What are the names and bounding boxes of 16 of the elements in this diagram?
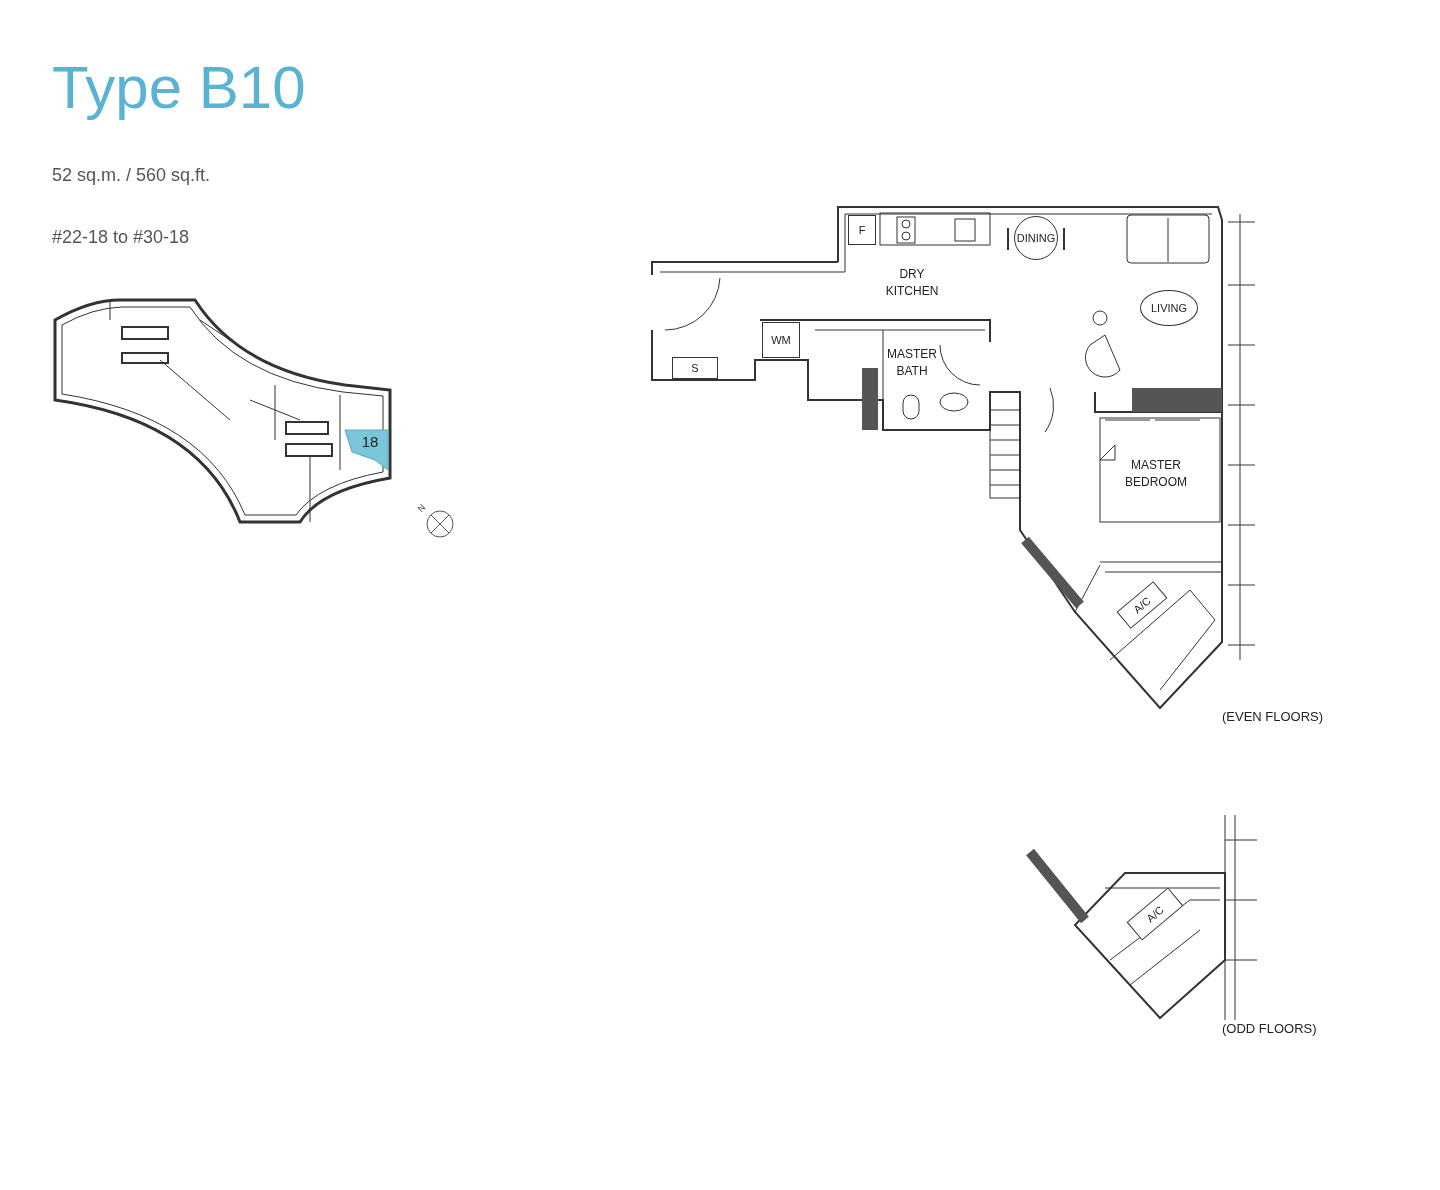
plan-title: Type B10 (52, 58, 306, 118)
room-label: DRY KITCHEN (884, 266, 940, 300)
aircon-ledge: A/C (1126, 887, 1184, 941)
north-label: N (415, 501, 429, 516)
aircon-ledge: A/C (1116, 581, 1168, 629)
fridge-box: F (848, 215, 876, 245)
dining-table: DINING (1014, 216, 1058, 260)
floor-note: (EVEN FLOORS) (1222, 708, 1325, 726)
floor-note: (ODD FLOORS) (1222, 1020, 1318, 1038)
unit-numbers-text: #22-18 to #30-18 (52, 226, 191, 249)
area-text: 52 sq.m. / 560 sq.ft. (52, 164, 212, 187)
room-label: MASTER BEDROOM (1124, 457, 1188, 491)
room-label: MASTER BATH (886, 346, 938, 380)
storage-box: S (672, 357, 718, 379)
washing-machine-box: WM (762, 322, 800, 358)
room-tag: LIVING (1140, 290, 1198, 326)
